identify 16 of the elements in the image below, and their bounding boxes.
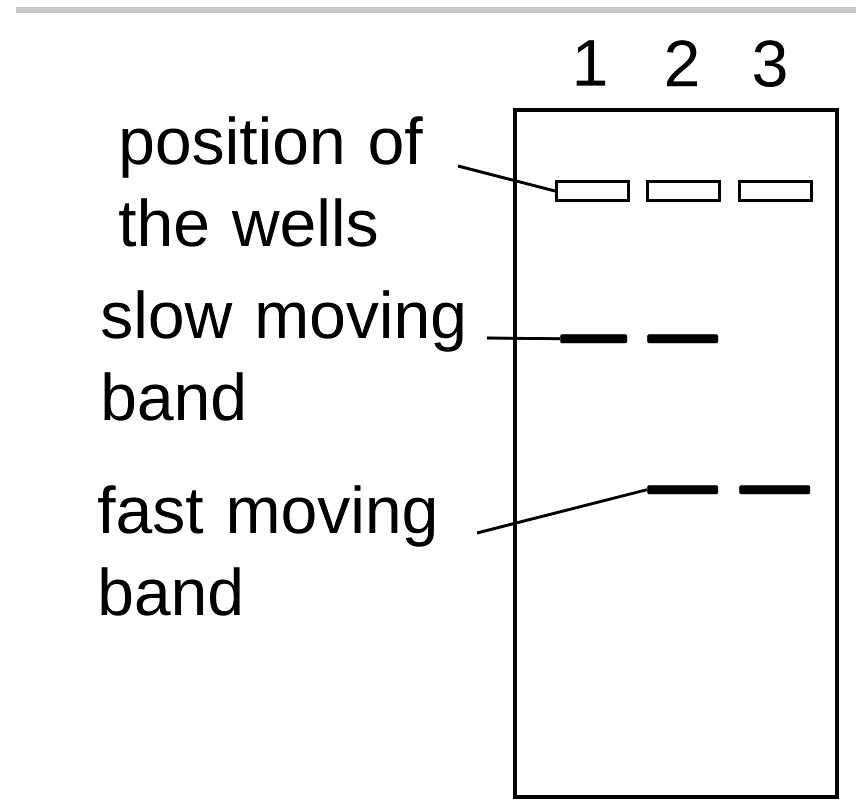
dna-band: [647, 334, 718, 344]
lane-number: 1: [576, 40, 606, 86]
label-text: fast moving band: [98, 485, 434, 616]
leader-line: [486, 336, 560, 340]
well: [555, 180, 630, 202]
dna-band: [560, 334, 628, 344]
leader-line: [476, 488, 648, 534]
leader-line: [458, 164, 556, 192]
lane-number: 2: [666, 40, 698, 86]
label-text: slow moving band: [102, 290, 463, 421]
gel-box: [513, 108, 839, 799]
well: [646, 180, 721, 202]
well: [738, 180, 813, 202]
lane-number: 3: [754, 40, 786, 87]
dna-band: [647, 485, 718, 494]
dna-band: [739, 485, 810, 494]
